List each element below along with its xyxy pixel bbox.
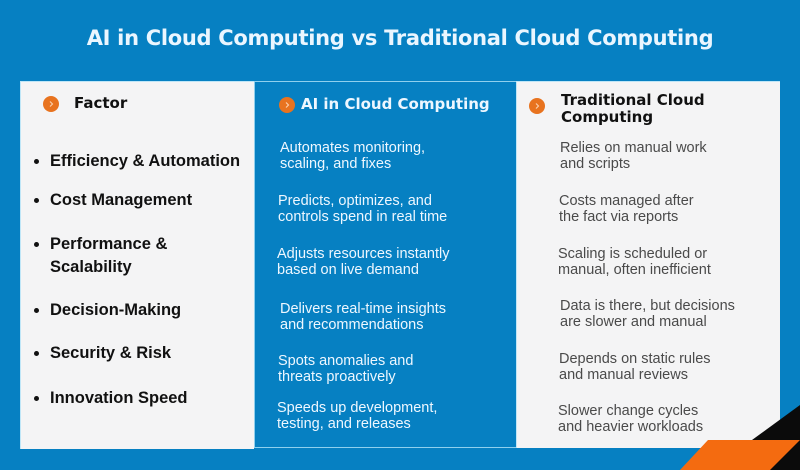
bullet-icon: [34, 242, 39, 247]
ai-cell: Speeds up development,testing, and relea…: [277, 400, 438, 432]
factor-item: Cost Management: [34, 189, 192, 212]
bullet-icon: [34, 159, 39, 164]
factor-item: Security & Risk: [34, 342, 171, 365]
chevron-right-circle-icon: [43, 95, 59, 112]
chevron-right-circle-icon: [529, 98, 545, 114]
page-title: AI in Cloud Computing vs Traditional Clo…: [86, 26, 714, 50]
factor-header-label: Factor: [74, 94, 128, 112]
bullet-icon: [34, 198, 39, 203]
bullet-icon: [34, 351, 39, 356]
ai-header: AI in Cloud Computing: [279, 96, 490, 113]
ai-cell: Automates monitoring,scaling, and fixes: [280, 140, 426, 172]
factor-header: Factor: [43, 95, 127, 112]
chevron-right-circle-icon: [279, 96, 295, 113]
factor-item: Efficiency & Automation: [34, 150, 240, 173]
factor-item: Performance &Scalability: [34, 233, 167, 279]
ai-column: AI in Cloud Computing Automates monitori…: [254, 81, 517, 448]
factor-item: Decision-Making: [34, 299, 181, 322]
bullet-icon: [34, 308, 39, 313]
factor-column: Factor Efficiency & Automation Cost Mana…: [20, 81, 254, 449]
bullet-icon: [34, 396, 39, 401]
factor-item: Innovation Speed: [34, 387, 188, 410]
ai-header-label: AI in Cloud Computing: [301, 95, 490, 113]
